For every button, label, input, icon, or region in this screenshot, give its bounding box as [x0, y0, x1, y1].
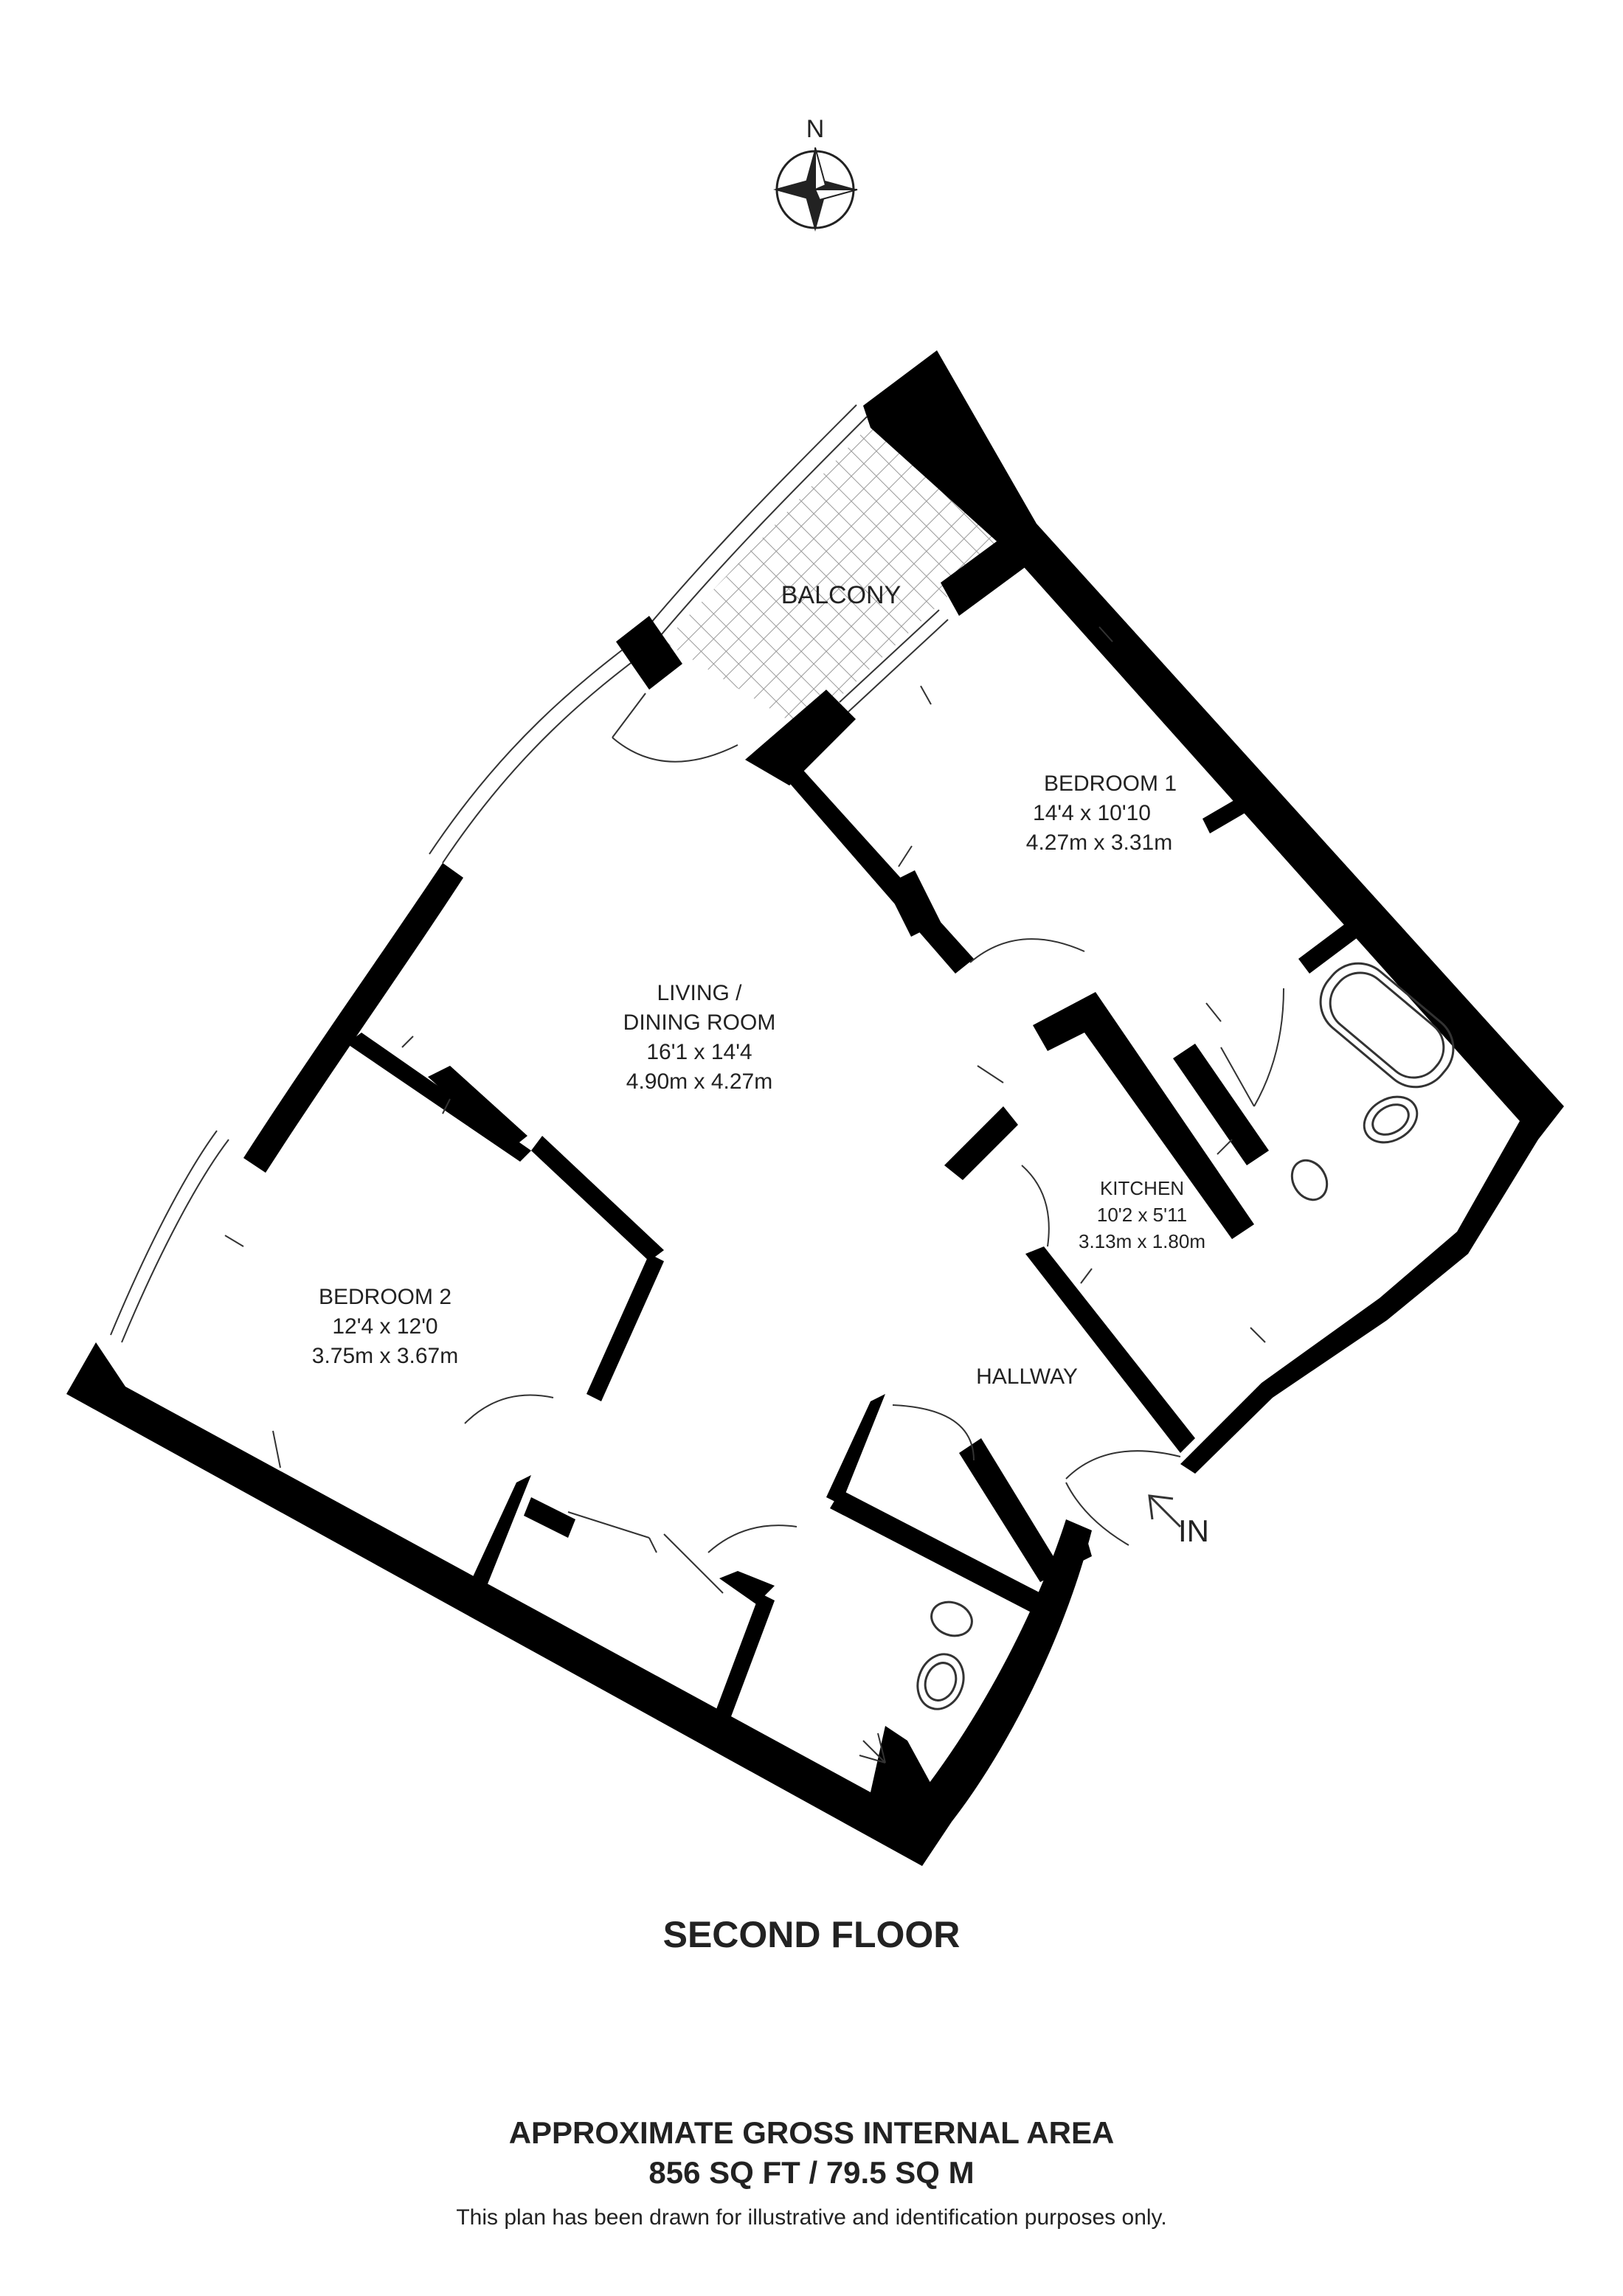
area-heading: APPROXIMATE GROSS INTERNAL AREA — [508, 2115, 1115, 2150]
sanitary-fixtures — [916, 962, 1455, 1710]
kitchen-imperial: 10'2 x 5'11 — [1097, 1204, 1187, 1226]
living-name-line1: LIVING / — [657, 981, 742, 1005]
balcony-label: BALCONY — [781, 581, 902, 609]
interior-walls — [347, 690, 1368, 1718]
living-name-line2: DINING ROOM — [623, 1010, 776, 1035]
room-labels: BALCONY BEDROOM 1 14'4 x 10'10 4.27m x 3… — [312, 581, 1209, 1548]
balcony-floor — [664, 424, 1018, 730]
disclaimer-text: This plan has been drawn for illustrativ… — [456, 2205, 1167, 2230]
area-value: 856 SQ FT / 79.5 SQ M — [648, 2155, 975, 2190]
entrance-arrow-icon — [1148, 1494, 1182, 1528]
door-swings — [464, 693, 1284, 1594]
bedroom1-metric: 4.27m x 3.31m — [1026, 830, 1172, 855]
kitchen-metric: 3.13m x 1.80m — [1079, 1230, 1205, 1252]
bedroom1-name: BEDROOM 1 — [1044, 771, 1177, 796]
compass-rose-icon: N — [773, 115, 858, 232]
shower-icon — [859, 1733, 886, 1763]
kitchen-name: KITCHEN — [1100, 1177, 1184, 1199]
dimension-arrows — [224, 626, 1266, 1468]
entrance-label: IN — [1178, 1513, 1209, 1548]
compass-north-label: N — [806, 115, 825, 143]
living-imperial: 16'1 x 14'4 — [646, 1040, 752, 1064]
bedroom1-imperial: 14'4 x 10'10 — [1033, 801, 1151, 825]
living-metric: 4.90m x 4.27m — [626, 1069, 772, 1094]
bedroom2-name: BEDROOM 2 — [319, 1285, 451, 1309]
bedroom2-imperial: 12'4 x 12'0 — [332, 1314, 437, 1339]
window-glazing — [110, 404, 949, 1343]
hallway-label: HALLWAY — [976, 1364, 1078, 1389]
floor-title: SECOND FLOOR — [662, 1914, 961, 1955]
exterior-walls — [66, 350, 1564, 1866]
bedroom2-metric: 3.75m x 3.67m — [312, 1344, 458, 1368]
